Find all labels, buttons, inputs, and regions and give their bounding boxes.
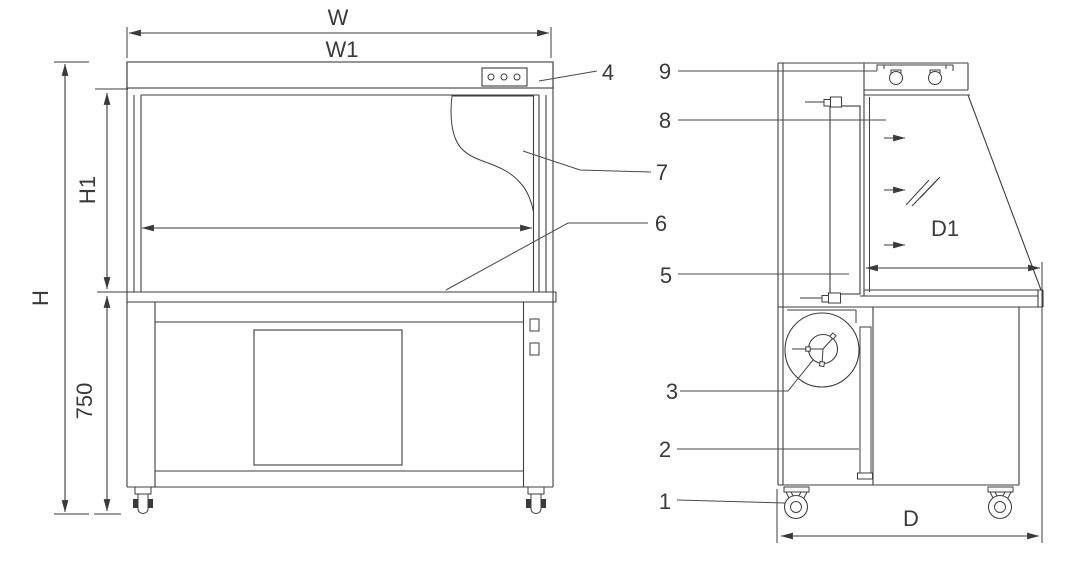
callout-label-1: 1 [659,489,671,514]
callout-label-7: 7 [656,160,668,185]
side-worktop [860,289,1044,307]
callout-label-9: 9 [659,59,671,84]
dim-label-d1: D1 [931,216,959,241]
callout-label-4: 4 [602,60,614,85]
power-switch [529,342,540,356]
callout-label-8: 8 [659,108,671,133]
control-panel [481,67,528,87]
filter-clamp-top [805,96,842,108]
sloped-front-glass [967,94,1042,291]
leveling-foot-right [526,486,546,514]
power-switch [529,318,540,332]
mesh-vent-panel [253,329,403,466]
callout-5: 5 [660,263,849,288]
callout-label-3: 3 [666,379,678,404]
leveling-foot-left [133,486,153,514]
indicator-dot [513,73,521,81]
caster-wheel-icon [987,494,1013,520]
caster-right [987,486,1014,520]
dimension-w: W [126,5,552,58]
hepa-filter [800,96,861,304]
dim-label-d: D [903,506,919,531]
lamp-bracket [876,64,954,71]
blower-fan [784,309,860,388]
callout-label-2: 2 [659,437,671,462]
dim-label-h1: H1 [75,176,100,204]
caster-wheel-icon [783,494,809,520]
dimension-h: H [28,61,89,515]
prefilter-strip [857,326,873,480]
dim-label-h: H [28,290,53,306]
filter-clamp-bottom [800,292,841,304]
dim-label-750: 750 [72,383,97,420]
front-view: W W1 [28,5,668,515]
perforated-diffuser [450,95,534,213]
side-view: D1 [659,59,1044,543]
side-lower-body [778,306,1043,486]
worktop [97,291,557,303]
lamp-icon [928,69,942,85]
lamp-housing [863,63,970,296]
indicator-dot [500,73,508,81]
dim-label-w: W [328,5,349,30]
indicator-dot [487,73,495,81]
callout-8: 8 [659,108,886,133]
callout-3: 3 [666,359,814,404]
callout-4: 4 [538,60,614,85]
caster-left [783,486,810,520]
front-opening-frame [126,62,554,487]
dimension-h1: H1 [75,88,128,290]
glass-symbol [905,176,941,207]
callout-label-6: 6 [655,211,667,236]
callout-2: 2 [659,437,859,462]
dimension-d: D [776,262,1043,543]
dimension-750: 750 [72,295,121,515]
lower-cabinet [127,302,553,488]
callout-6: 6 [445,211,667,291]
airflow-arrow-icons [884,134,906,249]
callout-7: 7 [522,150,668,185]
lamp-icon [889,69,903,85]
dimension-d1: D1 [865,216,1041,272]
callout-1: 1 [659,489,786,514]
callout-9: 9 [659,59,877,84]
callout-label-5: 5 [660,263,672,288]
dim-label-w1: W1 [326,37,359,62]
